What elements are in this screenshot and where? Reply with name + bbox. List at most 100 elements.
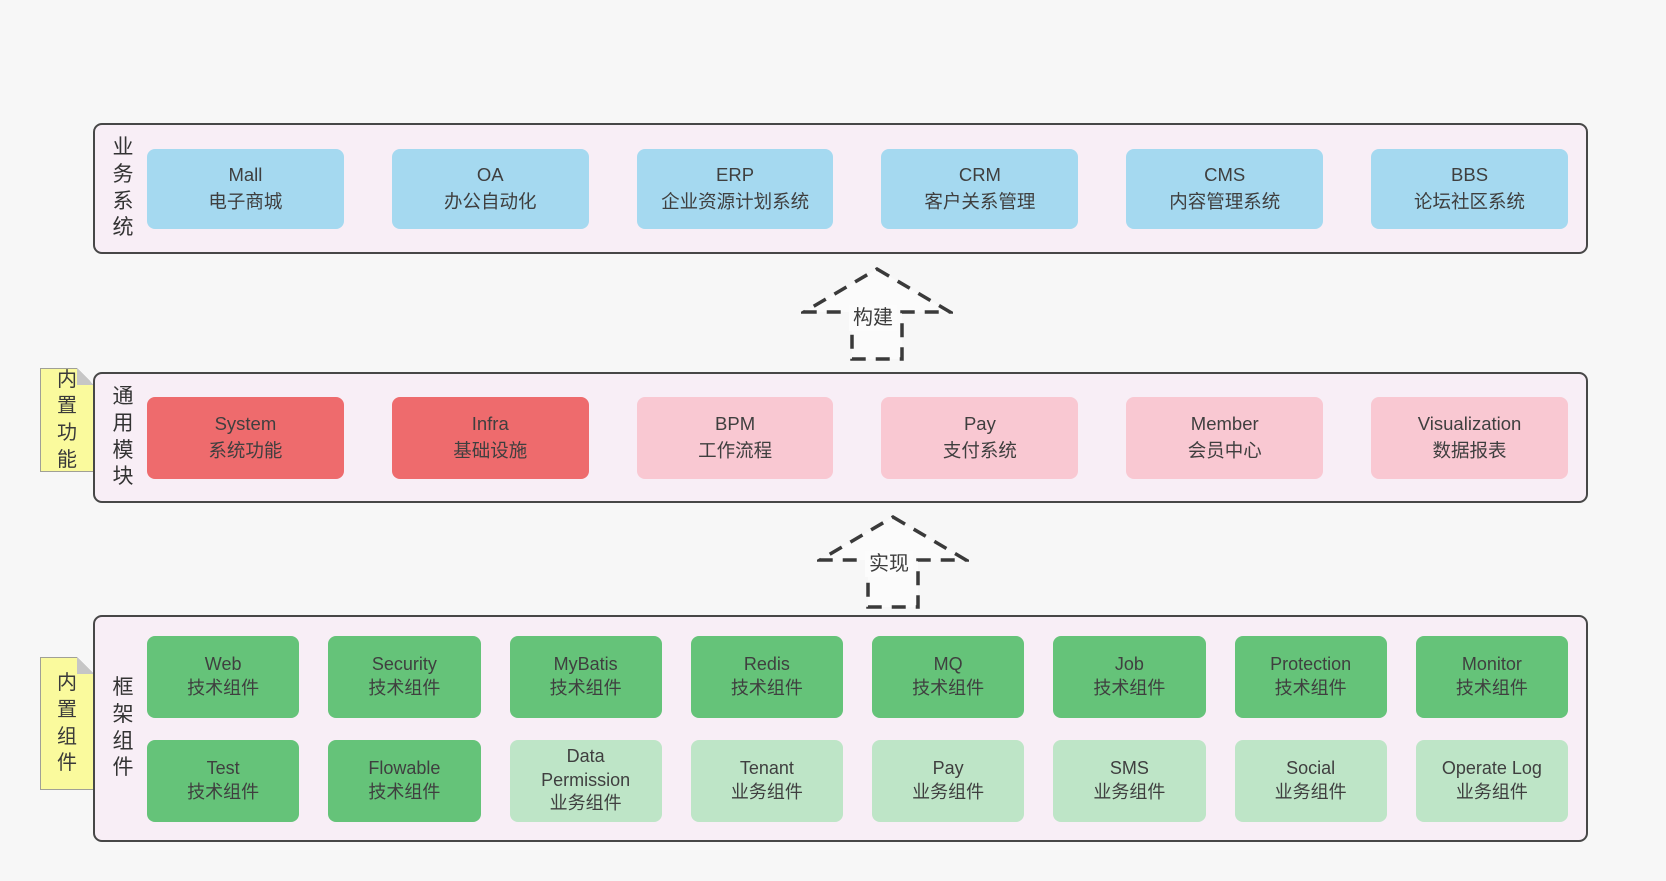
box-name: Data Permission — [541, 745, 631, 790]
box-desc: 基础设施 — [453, 439, 528, 461]
box-desc: 内容管理系统 — [1169, 190, 1281, 212]
box-crm: CRM 客户关系管理 — [881, 148, 1079, 229]
box-flowable: Flowable 技术组件 — [328, 739, 481, 822]
box-web: Web 技术组件 — [147, 635, 300, 718]
box-name: Flowable — [368, 757, 441, 778]
box-desc: 技术组件 — [1455, 677, 1528, 698]
box-pay-component: Pay 业务组件 — [872, 739, 1025, 822]
box-name: Pay — [963, 413, 996, 435]
box-name: Job — [1114, 653, 1144, 674]
box-system: System 系统功能 — [147, 396, 344, 479]
box-name: BBS — [1451, 164, 1489, 186]
box-desc: 工作流程 — [698, 439, 773, 461]
business-boxes: Mall 电子商城 OA 办公自动化 ERP 企业资源计划系统 CRM 客户关系… — [147, 148, 1568, 229]
box-name: Web — [204, 653, 242, 674]
box-visualization: Visualization 数据报表 — [1371, 396, 1568, 479]
box-operate-log: Operate Log 业务组件 — [1415, 739, 1568, 822]
box-cms: CMS 内容管理系统 — [1126, 148, 1324, 229]
box-desc: 技术组件 — [368, 781, 441, 802]
box-name: Tenant — [739, 757, 794, 778]
box-redis: Redis 技术组件 — [690, 635, 843, 718]
box-pay-system: Pay 支付系统 — [881, 396, 1079, 479]
box-name: Mall — [228, 164, 263, 186]
component-row-1: Web 技术组件 Security 技术组件 MyBatis 技术组件 Redi… — [147, 635, 1568, 718]
note-text: 内置组件 — [57, 672, 77, 775]
box-name: Protection — [1270, 653, 1352, 674]
layer-common-modules: 通用模块 System 系统功能 Infra 基础设施 BPM 工作流程 Pay… — [93, 372, 1588, 503]
box-name: Social — [1286, 757, 1336, 778]
box-name: Operate Log — [1441, 757, 1542, 778]
box-desc: 业务组件 — [730, 781, 803, 802]
box-desc: 论坛社区系统 — [1414, 190, 1526, 212]
box-name: CMS — [1204, 164, 1246, 186]
box-name: Monitor — [1461, 653, 1522, 674]
layer-label-business: 业务系统 — [112, 136, 134, 240]
box-desc: 业务组件 — [1093, 781, 1166, 802]
box-tenant: Tenant 业务组件 — [690, 739, 843, 822]
box-desc: 技术组件 — [1093, 677, 1166, 698]
box-mall: Mall 电子商城 — [147, 148, 344, 229]
box-desc: 业务组件 — [1274, 781, 1347, 802]
box-name: Test — [206, 757, 240, 778]
box-desc: 技术组件 — [912, 677, 985, 698]
arrow-label-build: 构建 — [849, 305, 897, 331]
arrow-label-implement: 实现 — [865, 551, 913, 577]
box-desc: 技术组件 — [730, 677, 803, 698]
layer-label-components: 框架组件 — [112, 676, 134, 780]
box-desc: 办公自动化 — [443, 190, 537, 212]
box-desc: 企业资源计划系统 — [661, 190, 810, 212]
sticky-note-builtin-features: 内置功能 — [40, 368, 94, 472]
box-test: Test 技术组件 — [147, 739, 300, 822]
box-name: Visualization — [1417, 413, 1522, 435]
box-name: OA — [476, 164, 504, 186]
box-desc: 技术组件 — [549, 677, 622, 698]
box-mq: MQ 技术组件 — [872, 635, 1025, 718]
box-bbs: BBS 论坛社区系统 — [1371, 148, 1568, 229]
box-name: ERP — [716, 164, 755, 186]
box-name: Redis — [743, 653, 790, 674]
box-desc: 技术组件 — [368, 677, 441, 698]
sticky-note-builtin-components: 内置组件 — [40, 657, 94, 790]
box-desc: 系统功能 — [208, 439, 283, 461]
box-protection: Protection 技术组件 — [1234, 635, 1387, 718]
box-monitor: Monitor 技术组件 — [1415, 635, 1568, 718]
box-bpm: BPM 工作流程 — [636, 396, 834, 479]
box-name: Member — [1190, 413, 1259, 435]
box-desc: 技术组件 — [187, 781, 260, 802]
box-name: MQ — [933, 653, 963, 674]
box-desc: 业务组件 — [1455, 781, 1528, 802]
note-fold-corner — [77, 657, 94, 674]
note-text: 内置功能 — [57, 368, 77, 471]
box-name: Infra — [471, 413, 509, 435]
box-name: BPM — [715, 413, 756, 435]
box-member: Member 会员中心 — [1126, 396, 1324, 479]
component-boxes: Web 技术组件 Security 技术组件 MyBatis 技术组件 Redi… — [147, 635, 1568, 822]
box-name: System — [214, 413, 277, 435]
box-desc: 数据报表 — [1432, 439, 1507, 461]
box-security: Security 技术组件 — [328, 635, 481, 718]
box-name: MyBatis — [553, 653, 618, 674]
box-job: Job 技术组件 — [1053, 635, 1206, 718]
box-name: SMS — [1109, 757, 1149, 778]
box-desc: 技术组件 — [1274, 677, 1347, 698]
box-erp: ERP 企业资源计划系统 — [636, 148, 834, 229]
box-name: Pay — [932, 757, 964, 778]
box-name: CRM — [958, 164, 1001, 186]
layer-business-systems: 业务系统 Mall 电子商城 OA 办公自动化 ERP 企业资源计划系统 CRM… — [93, 123, 1588, 254]
layer-framework-components: 框架组件 Web 技术组件 Security 技术组件 MyBatis 技术组件… — [93, 615, 1588, 842]
component-row-2: Test 技术组件 Flowable 技术组件 Data Permission … — [147, 739, 1568, 822]
box-desc: 客户关系管理 — [924, 190, 1036, 212]
box-infra: Infra 基础设施 — [391, 396, 589, 479]
box-desc: 技术组件 — [187, 677, 260, 698]
box-desc: 业务组件 — [549, 793, 622, 814]
box-social: Social 业务组件 — [1234, 739, 1387, 822]
note-fold-corner — [77, 368, 94, 385]
box-mybatis: MyBatis 技术组件 — [509, 635, 662, 718]
box-desc: 业务组件 — [912, 781, 985, 802]
box-desc: 电子商城 — [208, 190, 283, 212]
box-name: Security — [371, 653, 437, 674]
box-data-permission: Data Permission 业务组件 — [509, 739, 662, 822]
layer-label-modules: 通用模块 — [112, 385, 134, 489]
box-desc: 会员中心 — [1187, 439, 1262, 461]
